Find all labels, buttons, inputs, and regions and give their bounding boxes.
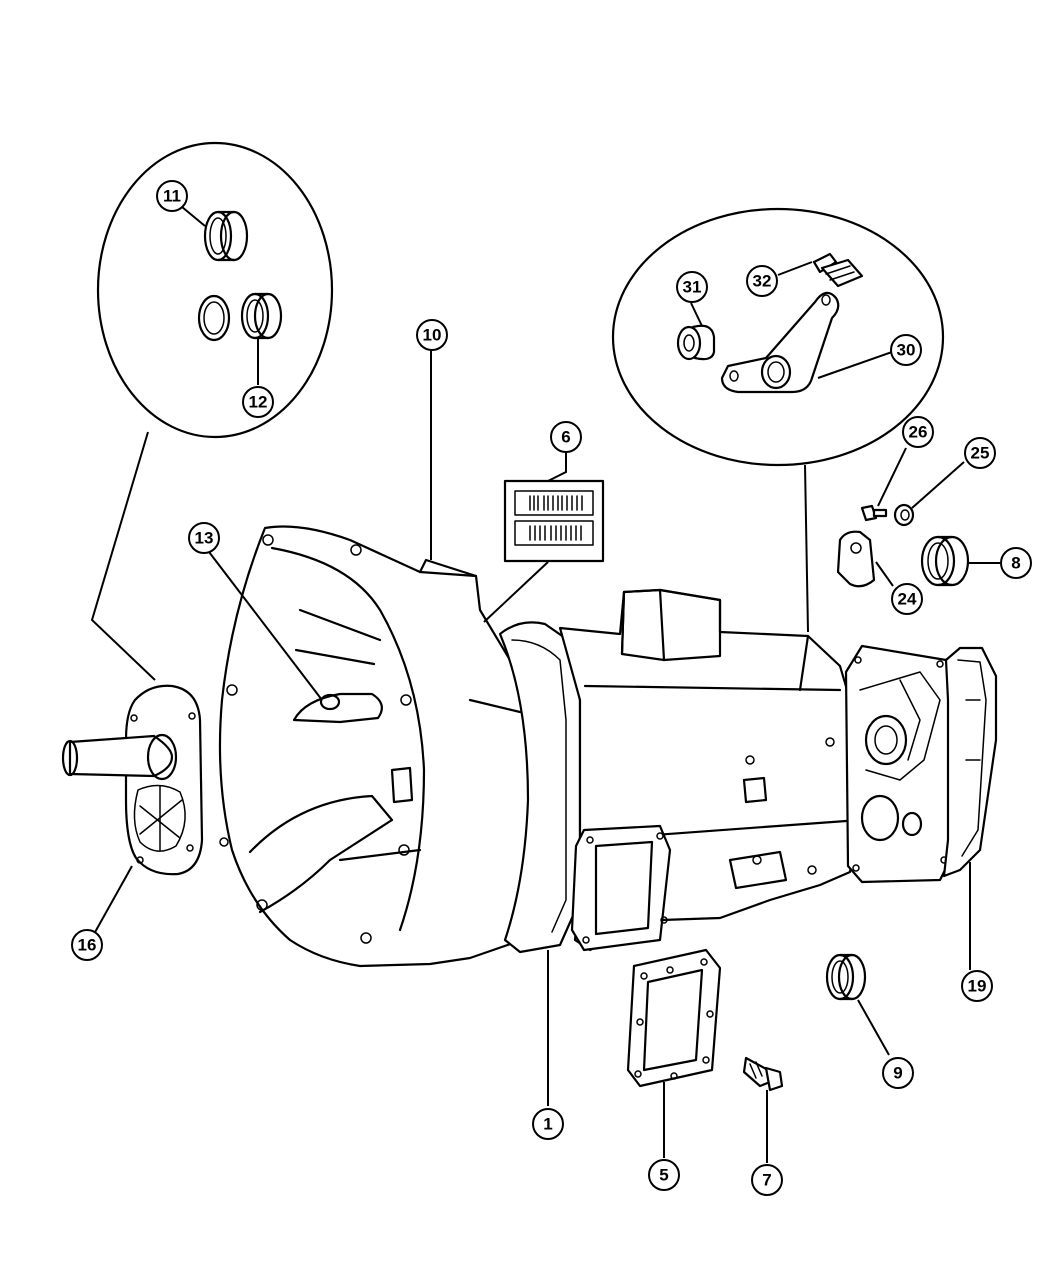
part-1-gasket [498, 621, 582, 954]
callout-24-label: 24 [898, 590, 917, 609]
callout-25: 25 [964, 437, 996, 469]
callout-30-label: 30 [897, 341, 916, 360]
callout-5-label: 5 [659, 1166, 668, 1185]
leader-lines [93, 201, 1000, 1163]
callout-19-label: 19 [968, 977, 987, 996]
callout-30: 30 [890, 334, 922, 366]
callout-7-label: 7 [762, 1171, 771, 1190]
callout-19: 19 [961, 970, 993, 1002]
part-9-seal [825, 953, 867, 1001]
callout-31-label: 31 [683, 278, 702, 297]
callout-24: 24 [891, 583, 923, 615]
callout-7: 7 [751, 1164, 783, 1196]
part-26-bolt [860, 504, 888, 522]
callouts: 1 5 6 7 8 9 10 11 12 13 16 19 24 25 26 3… [71, 180, 1032, 1196]
callout-16: 16 [71, 929, 103, 961]
callout-9: 9 [882, 1057, 914, 1089]
callout-32: 32 [746, 265, 778, 297]
part-10-bell-housing [218, 525, 542, 968]
part-7-bolt [742, 1056, 784, 1092]
callout-32-label: 32 [753, 272, 772, 291]
callout-5: 5 [648, 1159, 680, 1191]
part-6-label-decal [503, 479, 605, 563]
callout-26: 26 [902, 416, 934, 448]
callout-1-label: 1 [543, 1115, 552, 1134]
callout-26-label: 26 [909, 423, 928, 442]
callout-8: 8 [1000, 547, 1032, 579]
part-5-pto-gasket [626, 948, 722, 1088]
callout-31: 31 [676, 271, 708, 303]
callout-12: 12 [242, 386, 274, 418]
part-25-washer [893, 503, 915, 527]
callout-6-label: 6 [561, 428, 570, 447]
part-19-rear-cover [942, 646, 998, 878]
part-32-sensor [812, 252, 864, 288]
callout-13-label: 13 [195, 529, 214, 548]
part-8-seal [920, 535, 970, 587]
callout-8-label: 8 [1011, 554, 1020, 573]
callout-1: 1 [532, 1108, 564, 1140]
part-24-bracket [836, 530, 876, 588]
main-transmission-case [558, 588, 862, 952]
callout-9-label: 9 [893, 1064, 902, 1083]
callout-13: 13 [188, 522, 220, 554]
callout-6: 6 [550, 421, 582, 453]
rear-adapter [844, 644, 998, 884]
callout-10: 10 [416, 319, 448, 351]
part-30-lever [720, 291, 840, 394]
callout-10-label: 10 [423, 326, 442, 345]
part-16-bearing-retainer [61, 684, 204, 876]
callout-11-label: 11 [163, 187, 181, 206]
callout-25-label: 25 [971, 444, 990, 463]
part-31-bushing [676, 324, 716, 361]
part-11-bearing-cup [203, 210, 249, 262]
callout-12-label: 12 [249, 393, 268, 412]
callout-11: 11 [156, 180, 188, 212]
detail-bubble-right [611, 207, 945, 633]
part-12-bearing-cups [197, 292, 283, 342]
callout-16-label: 16 [78, 936, 97, 955]
